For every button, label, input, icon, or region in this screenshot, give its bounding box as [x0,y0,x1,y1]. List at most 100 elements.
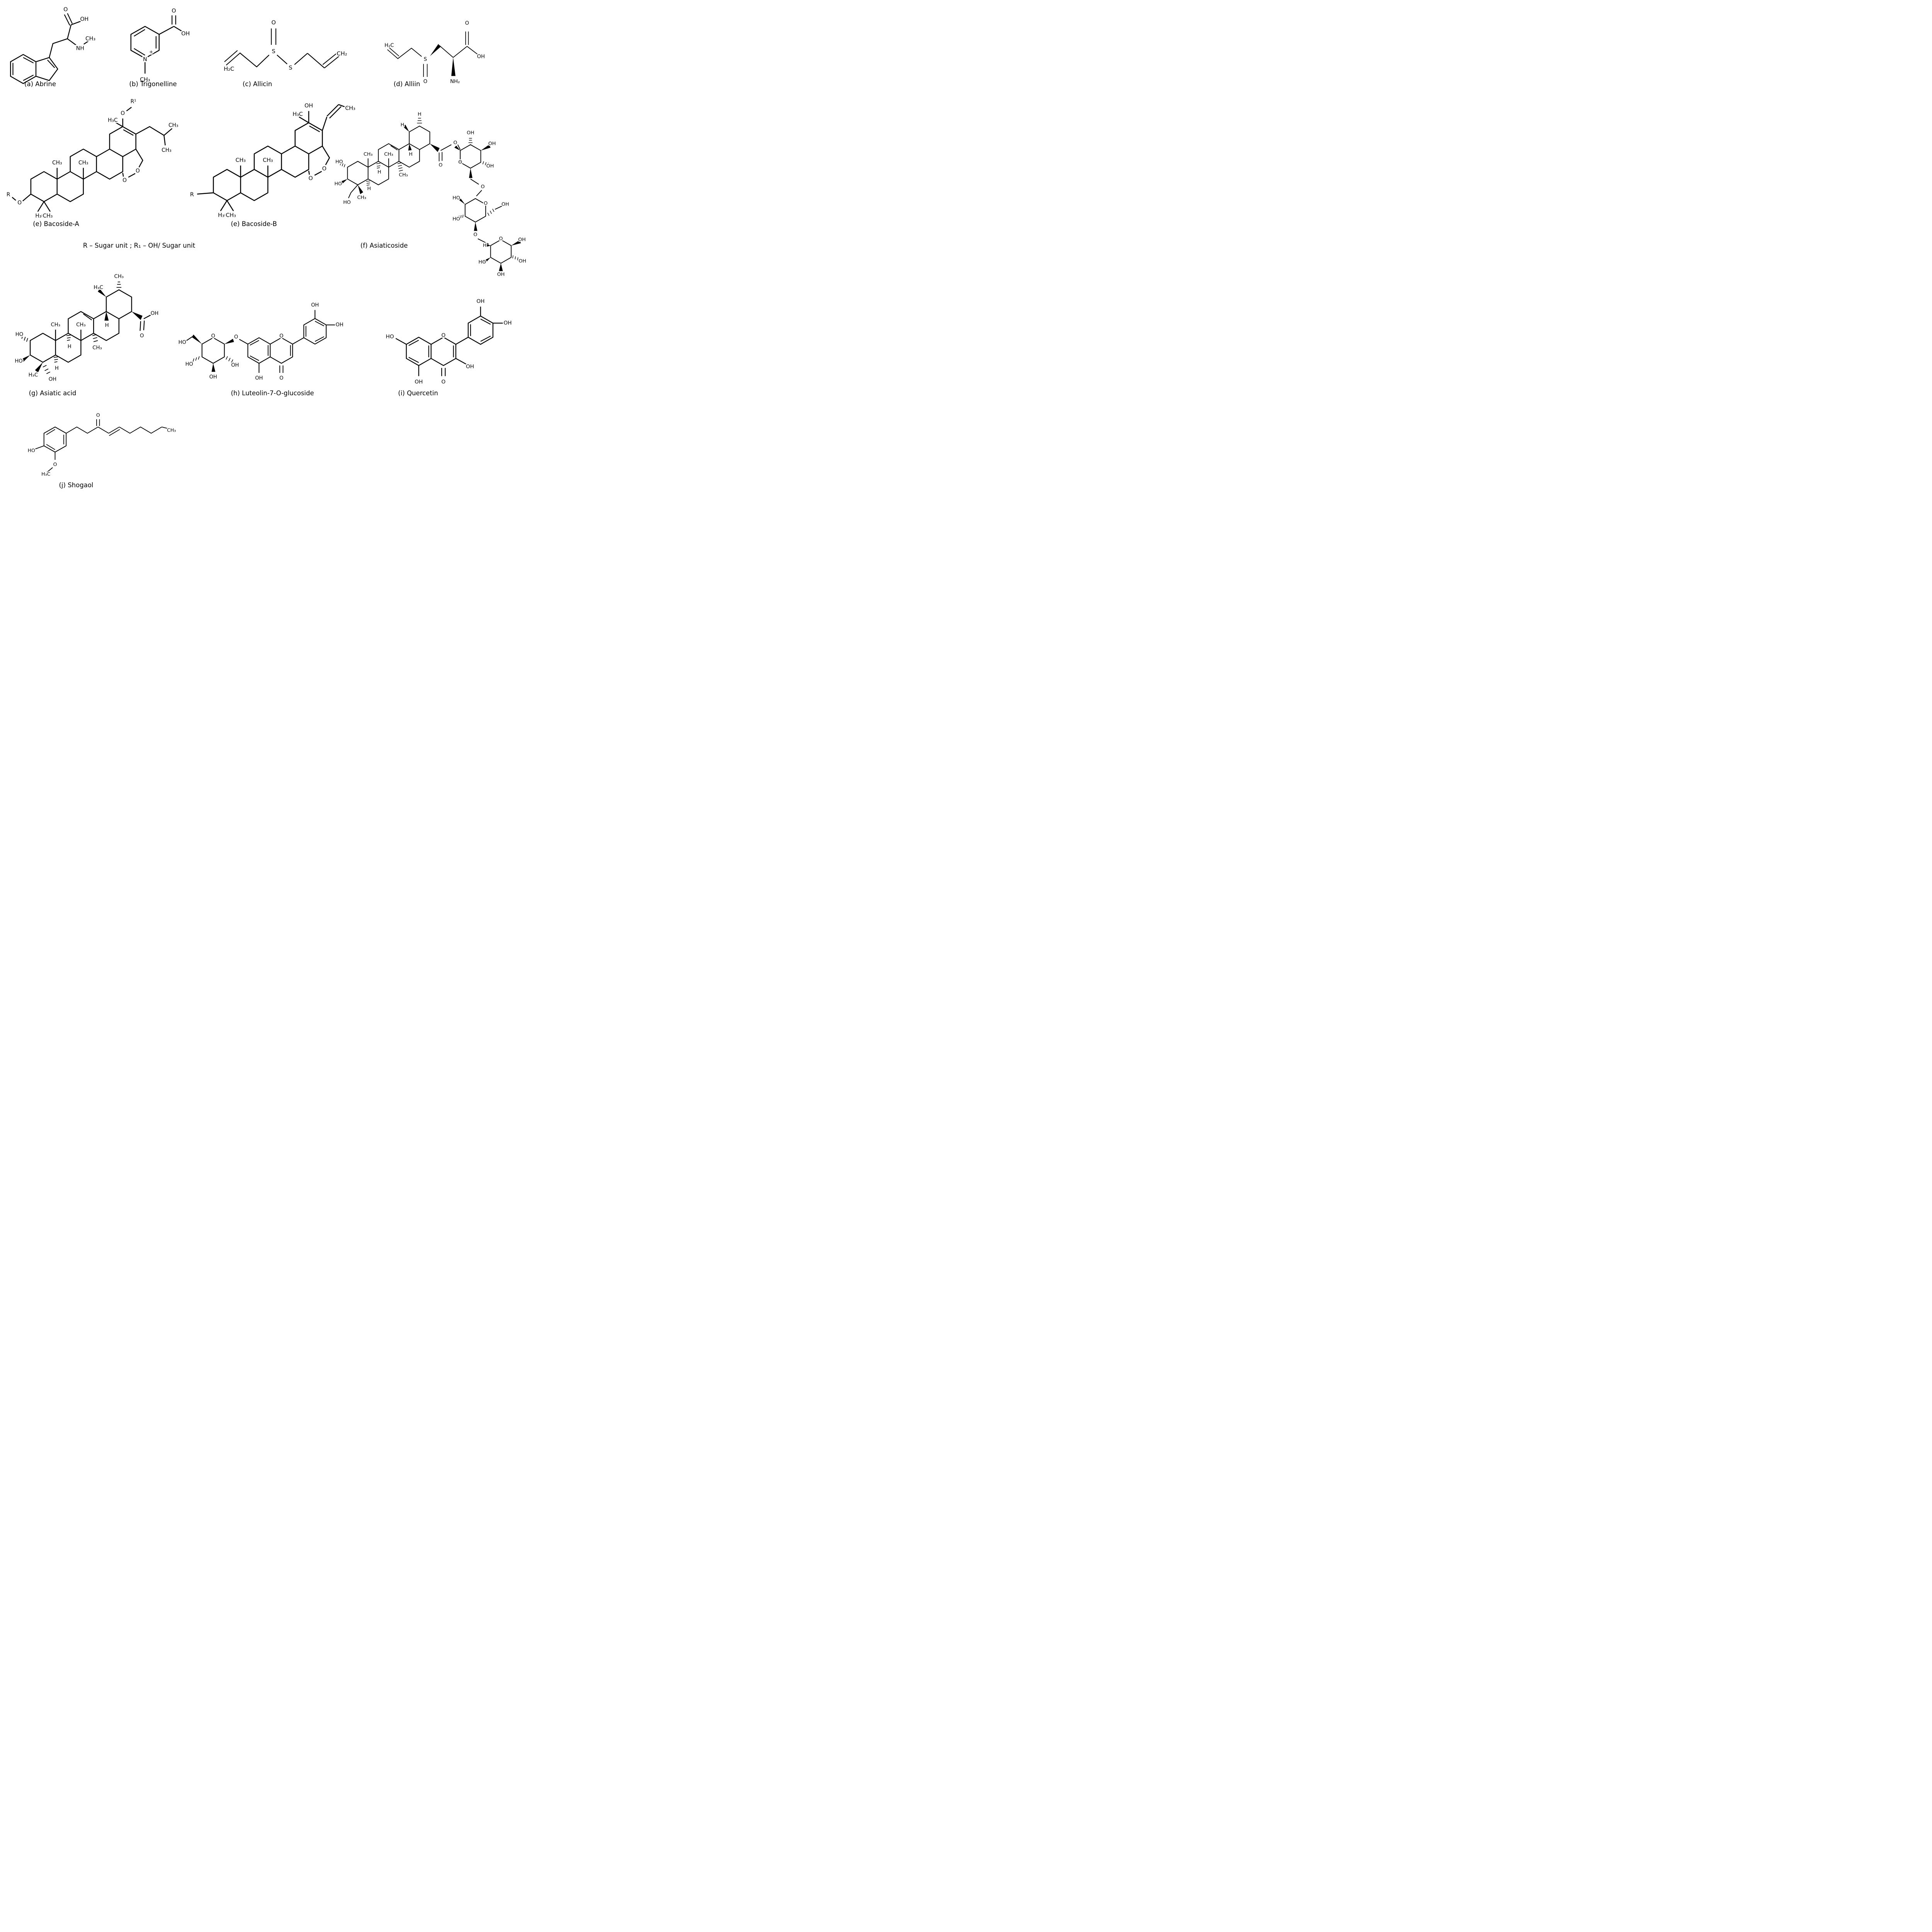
caption-quercetin: (i) Quercetin [398,389,438,397]
atom-label: O [473,231,477,237]
atom-label: O [484,200,488,206]
atom-label: O [481,184,485,189]
atom-label: OH [488,140,496,146]
atom-label: OH [466,364,474,370]
atom-label: HO [335,158,343,164]
atom-label: O [211,333,215,339]
atom-label: H₂C [224,66,234,72]
caption-shogaol: (j) Shogaol [59,481,94,489]
atom-label: R [7,192,10,198]
double-bonds [123,129,134,136]
chain-bonds [197,104,348,211]
atom-label: HO [386,333,394,340]
caption-bacoside-a: (e) Bacoside-A [33,220,79,228]
atom-label: OH [304,103,313,109]
atom-label: CH₃ [76,322,86,328]
structure-quercetin: HO O OH O OH OH OH [385,297,513,386]
bond-skeleton [184,310,338,373]
atom-label: H [68,344,71,350]
atom-label: HO [185,361,193,367]
atom-label: S [289,65,292,71]
wedge-bond [21,355,31,363]
atom-label: CH₃ [78,160,88,166]
atom-label: H₃C [29,372,38,378]
ring-bonds [130,26,160,59]
wedge-bond [499,263,503,271]
atom-label: H₂C [384,43,394,49]
hashed-bonds [340,118,519,260]
atom-label: HO [28,447,35,453]
wedge-bond [98,288,106,297]
atom-label: OH [151,311,158,316]
atom-label: O [140,333,144,339]
double-bonds [387,31,469,77]
atom-label: H₃C [293,111,303,117]
chain-bonds [397,45,479,59]
caption-bacoside-b: (e) Bacoside-B [231,220,277,228]
wedge-bond [451,57,456,76]
atom-label: + [149,49,153,54]
atom-label: H [55,366,59,371]
atom-label: R [190,192,194,198]
atom-label: O [441,379,446,385]
atom-label: O [122,177,127,184]
bond-skeleton [33,419,170,473]
atom-label: H [418,111,422,117]
bond-skeleton [387,31,479,77]
atom-label: HO [478,259,486,265]
atom-label: HO [179,340,186,345]
atom-label: OH [519,258,526,264]
atom-label: CH₃ [235,157,245,163]
atom-label: OH [209,374,217,380]
atom-label: O [136,168,140,174]
atom-label: OH [467,129,474,135]
atom-label: H [483,242,487,248]
atom-label: OH [231,362,239,368]
atom-label: HO [15,332,23,338]
sugar-unit-note: R – Sugar unit ; R₁ – OH/ Sugar unit [83,242,196,249]
atom-label: O [441,332,446,338]
bond-skeleton [130,15,184,74]
wedge-bond [481,145,491,151]
atom-label: O [121,111,125,117]
atom-label: OH [502,201,509,207]
wedge-bond [454,145,460,151]
chain-bonds [55,313,153,341]
atom-label: NH₂ [450,79,460,85]
double-bonds [224,28,340,68]
atom-label: CH₃ [263,157,273,163]
double-bonds [46,419,120,450]
atom-label: CH₃ [364,151,372,157]
wedge-bond [483,257,491,264]
atom-label: OH [518,236,526,242]
caption-asiatic-acid: (g) Asiatic acid [29,389,77,397]
atom-label: O [453,139,457,145]
chain-bonds [395,306,505,376]
atom-label: OH [476,298,485,304]
atom-label: OH [503,320,512,326]
double-bonds [250,321,325,373]
bond-skeleton [12,107,173,212]
chain-bonds [348,144,504,245]
atom-label: OH [497,271,505,277]
hashed-bonds [192,356,233,363]
wedge-bond [511,240,521,246]
bond-skeleton [340,118,521,271]
bond-skeleton [395,306,505,376]
atom-label: O [279,333,283,339]
bond-skeleton [197,104,348,211]
ring-bonds [10,54,58,84]
atom-label: OH [415,379,423,385]
